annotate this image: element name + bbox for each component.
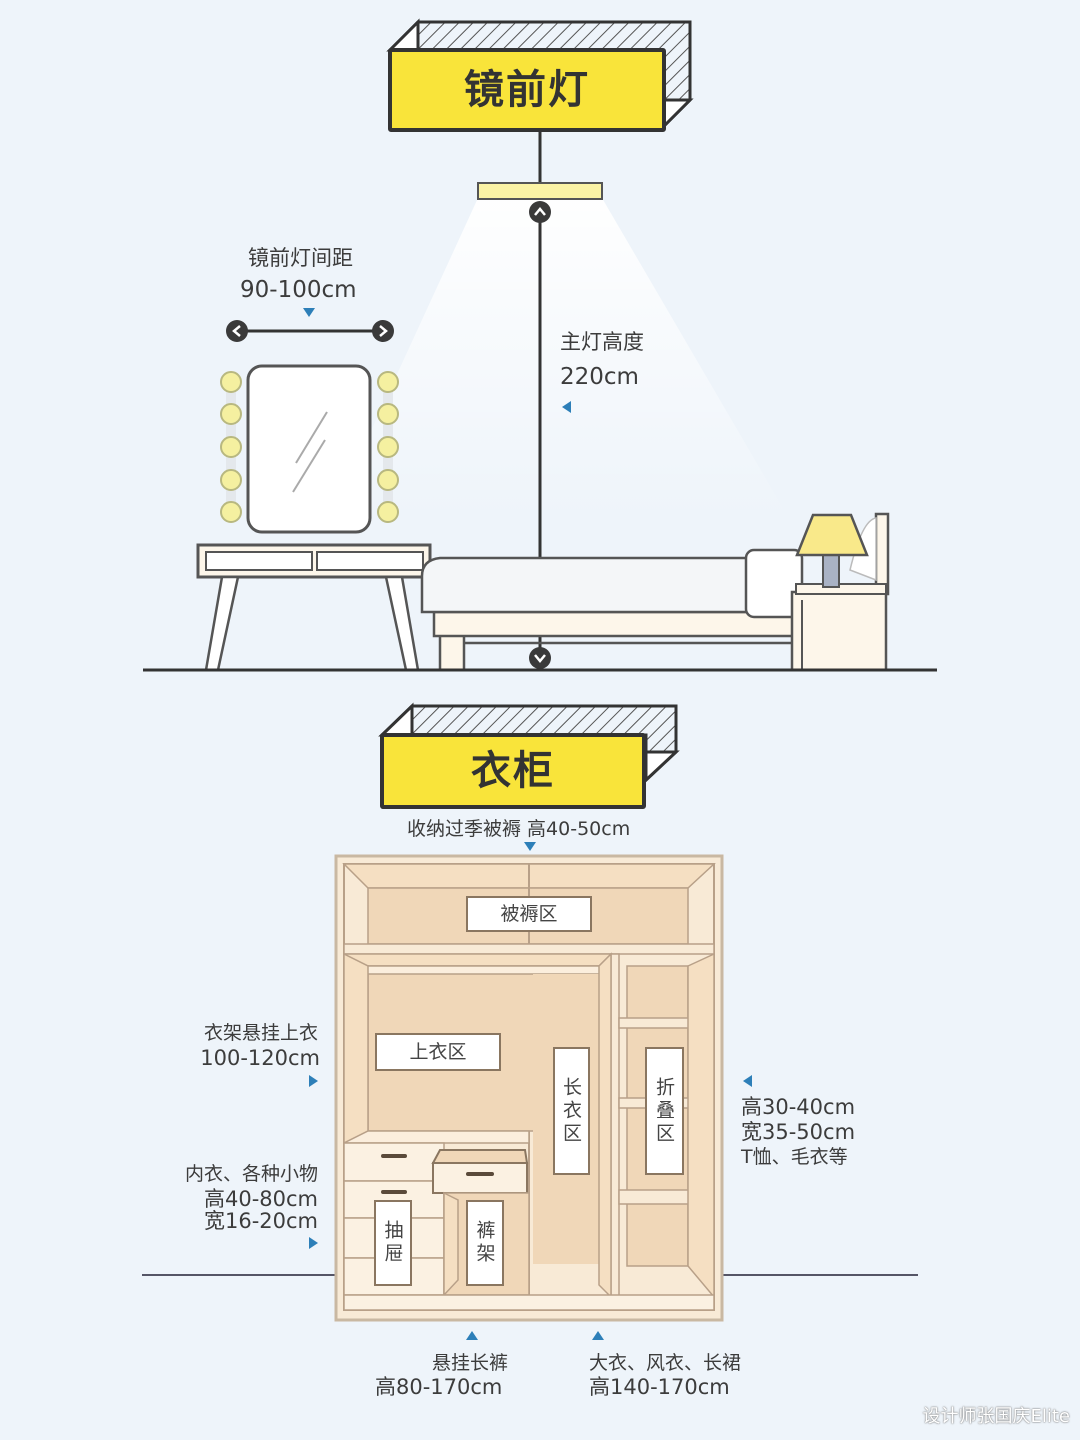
note-trousers-title: 悬挂长裤 [432,1352,509,1374]
small-items-pointer-icon [309,1237,318,1249]
mirror-light-spacing-label: 镜前灯间距 [248,246,353,270]
light-beam [330,198,790,520]
mirror-bulbs-left [220,371,242,523]
zone-drawers: 抽屉 [374,1200,412,1286]
note-folded-items: T恤、毛衣等 [741,1146,848,1168]
mirror-light-spacing-value: 90-100cm [240,277,357,303]
zone-folded: 折叠区 [645,1047,684,1175]
note-trousers-height: 高80-170cm [375,1375,503,1399]
note-small-items-title: 内衣、各种小物 [184,1163,318,1185]
zone-bedding: 被褥区 [466,896,592,932]
note-hanging-tops-title: 衣架悬挂上衣 [203,1022,318,1044]
zone-trouser-rack: 裤架 [466,1200,504,1286]
main-light-height-value: 220cm [560,364,639,390]
main-light-height-label: 主灯高度 [560,330,644,354]
nightstand [790,512,890,672]
pendant-lamp [477,182,603,200]
note-coats-height: 高140-170cm [589,1375,730,1399]
bedroom-illustration [143,18,937,672]
wardrobe-top-note: 收纳过季被褥 高40-50cm [407,818,631,840]
note-hanging-tops-size: 100-120cm [200,1046,320,1070]
bed [420,548,804,672]
dressing-table [196,543,432,672]
height-pointer-icon [562,401,571,413]
zone-tops: 上衣区 [375,1033,501,1071]
spacing-pointer-icon [303,308,315,317]
trousers-pointer-icon [466,1331,478,1340]
note-folded-height: 高30-40cm [741,1095,856,1119]
mirror-bulbs-right [377,371,399,523]
zone-long-coats: 长衣区 [553,1047,590,1175]
watermark: 设计师张国庆Elite [922,1406,1070,1427]
folded-pointer-icon [743,1075,752,1087]
mirror [246,364,372,534]
hanging-tops-pointer-icon [309,1075,318,1087]
note-coats-title: 大衣、风衣、长裙 [589,1352,742,1374]
note-small-items-height: 高40-80cm [203,1187,318,1211]
top-note-pointer-icon [524,842,536,851]
title-wardrobe: 衣柜 [380,733,646,809]
note-small-items-width: 宽16-20cm [203,1209,318,1233]
title-mirror-light: 镜前灯 [388,48,666,132]
note-folded-width: 宽35-50cm [741,1120,856,1144]
coats-pointer-icon [592,1331,604,1340]
table-lamp [795,513,869,588]
